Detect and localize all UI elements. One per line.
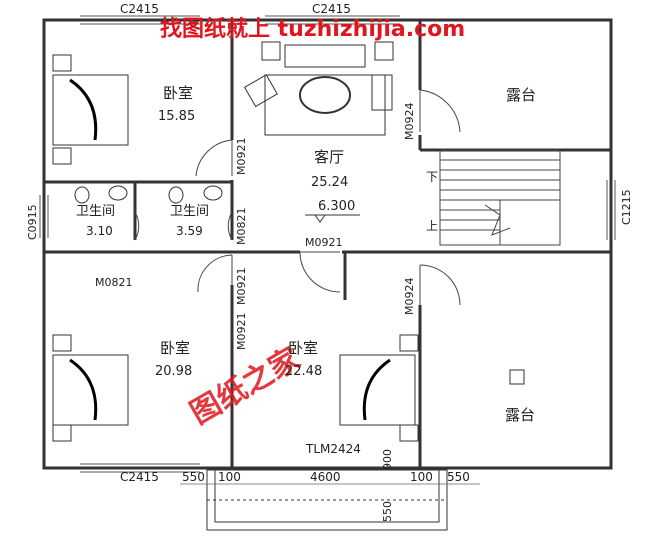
room-name-terrace-top: 露台 — [506, 86, 536, 104]
room-name-bedroom-1: 卧室 — [163, 84, 193, 102]
room-area-bedroom-2: 20.98 — [155, 364, 192, 379]
dimension-label: 550 — [381, 501, 394, 522]
bed-2 — [52, 334, 129, 442]
door-label-balcony: TLM2424 — [305, 442, 361, 456]
watermark-header: 找图纸就上 tuzhizhijia.com — [160, 16, 465, 42]
bed-3 — [339, 334, 419, 442]
door-label: M0921 — [235, 268, 248, 306]
room-name-bath-1: 卫生间 — [76, 204, 115, 219]
dimension-label: 550 — [447, 470, 470, 484]
door-swings — [134, 89, 461, 306]
room-name-bedroom-2: 卧室 — [160, 339, 190, 357]
room-name-bath-2: 卫生间 — [170, 204, 209, 219]
stair-up-label: 上 — [426, 219, 438, 233]
room-name-bedroom-3: 卧室 — [288, 339, 318, 357]
room-area-bedroom-1: 15.85 — [158, 109, 195, 124]
sofa-set — [243, 41, 394, 136]
room-area-bath-1: 3.10 — [86, 224, 113, 238]
door-label: M0924 — [403, 103, 416, 141]
door-label: M0921 — [235, 313, 248, 351]
window-lines — [39, 15, 616, 473]
window-label: C1215 — [620, 189, 633, 225]
window-label: C0915 — [26, 204, 39, 240]
room-name-living: 客厅 — [314, 148, 344, 166]
dimension-label: 100 — [410, 470, 433, 484]
balcony — [206, 469, 448, 531]
bath-fixtures — [74, 185, 223, 204]
door-label: M0821 — [95, 276, 133, 289]
terrace-column — [509, 369, 525, 385]
door-label: M0921 — [305, 236, 343, 249]
dimension-label: 550 — [182, 470, 205, 484]
dimension-label: 4600 — [310, 470, 341, 484]
door-label: M0821 — [235, 208, 248, 246]
door-label: M0924 — [403, 278, 416, 316]
stairs — [439, 149, 561, 246]
bed-1 — [52, 54, 129, 165]
door-label: M0921 — [235, 138, 248, 176]
room-name-terrace-bottom: 露台 — [505, 406, 535, 424]
level-label: 6.300 — [318, 199, 355, 214]
level-marker — [305, 214, 360, 223]
outer-walls — [42, 18, 613, 470]
stair-down-label: 下 — [426, 170, 438, 184]
room-area-bedroom-3: 22.48 — [285, 364, 322, 379]
window-label: C2415 — [312, 2, 351, 16]
window-label: C2415 — [120, 470, 159, 484]
room-area-living: 25.24 — [311, 175, 348, 190]
window-label: C2415 — [120, 2, 159, 16]
dimension-label: 100 — [218, 470, 241, 484]
dimension-label: 900 — [381, 449, 394, 470]
room-area-bath-2: 3.59 — [176, 224, 203, 238]
